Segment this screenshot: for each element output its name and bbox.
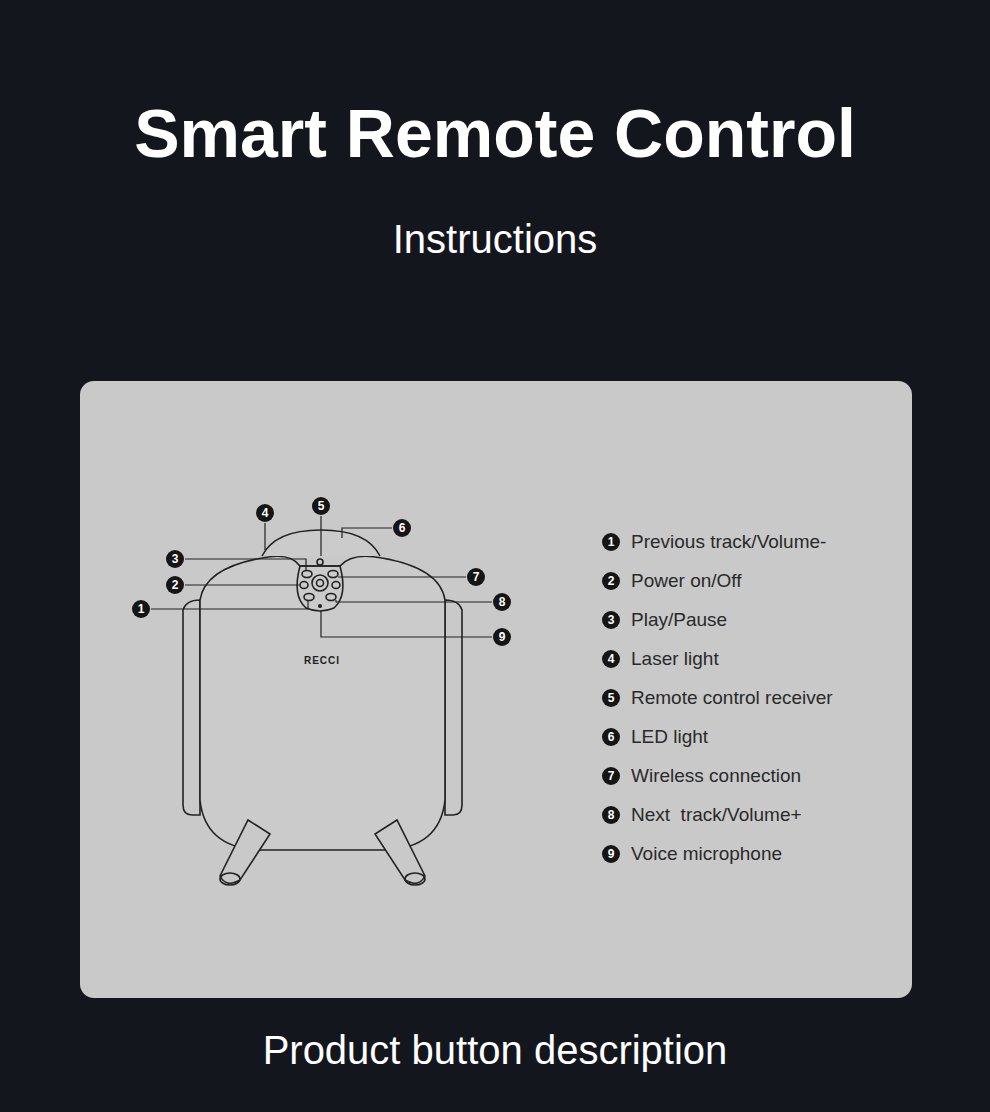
callout-number: 2 bbox=[166, 576, 184, 594]
callout-number: 7 bbox=[467, 568, 485, 586]
list-text: Power on/Off bbox=[631, 570, 742, 592]
list-text: Play/Pause bbox=[631, 609, 727, 631]
list-number: 9 bbox=[602, 845, 620, 863]
list-text: Remote control receiver bbox=[631, 687, 833, 709]
brand-logo: RECCI bbox=[304, 655, 340, 666]
callout-number: 9 bbox=[493, 628, 511, 646]
subtitle: Instructions bbox=[393, 217, 598, 262]
list-number: 3 bbox=[602, 611, 620, 629]
callout-number: 4 bbox=[256, 504, 274, 522]
page-title: Smart Remote Control bbox=[134, 94, 856, 172]
list-number: 4 bbox=[602, 650, 620, 668]
list-text: Previous track/Volume- bbox=[631, 531, 826, 553]
list-number: 2 bbox=[602, 572, 620, 590]
callout-number: 8 bbox=[493, 593, 511, 611]
list-text: LED light bbox=[631, 726, 708, 748]
list-number: 7 bbox=[602, 767, 620, 785]
list-number: 5 bbox=[602, 689, 620, 707]
list-number: 8 bbox=[602, 806, 620, 824]
callout-number: 5 bbox=[312, 497, 330, 515]
page-caption: Product button description bbox=[263, 1028, 728, 1073]
callout-number: 3 bbox=[166, 550, 184, 568]
list-text: Laser light bbox=[631, 648, 719, 670]
list-number: 1 bbox=[602, 533, 620, 551]
list-text: Wireless connection bbox=[631, 765, 801, 787]
callout-number: 6 bbox=[393, 519, 411, 537]
list-text: Voice microphone bbox=[631, 843, 782, 865]
list-text: Next track/Volume+ bbox=[631, 804, 802, 826]
callout-number: 1 bbox=[132, 600, 150, 618]
list-number: 6 bbox=[602, 728, 620, 746]
